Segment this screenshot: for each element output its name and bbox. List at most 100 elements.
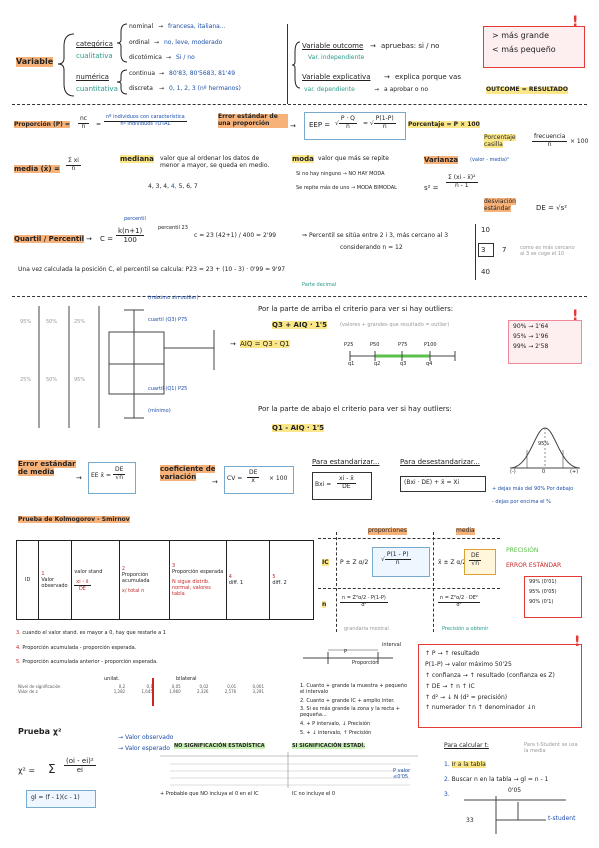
ordinal-label: ordinal <box>129 39 150 46</box>
parte-decimal: Parte decimal <box>302 282 337 288</box>
si-sig-label: SI SIGNIFICACIÓN ESTADÍ. <box>292 743 366 749</box>
ordinal-example: no, leve, moderado <box>164 39 223 46</box>
outliers-bottom-title: Por la parte de abajo el criterio para v… <box>258 405 452 413</box>
quartil-label: Quartil / Percentil <box>14 235 85 243</box>
p-valor: P valor ≤0'05 <box>393 768 411 780</box>
media-label: media (x̄) = <box>14 165 60 173</box>
t-student-result: t-student <box>548 815 576 822</box>
percentile-line <box>349 351 456 361</box>
normal-note-2: - dejas por encima el % <box>492 499 551 505</box>
outcome-result: apruebas: si / no <box>381 42 440 50</box>
categorica-brace <box>116 23 128 63</box>
divider-1 <box>12 104 587 105</box>
precision-label: PRECISIÓN <box>506 547 539 554</box>
t-table-sketch <box>464 796 566 834</box>
chi2-observado: → Valor observado <box>118 734 174 741</box>
dicotomica-example: Si / no <box>176 54 195 61</box>
proporcion-label: Proporción (P) = <box>14 121 70 128</box>
moda-label: moda <box>292 155 314 163</box>
interval-proporcion: Proporción <box>352 660 379 666</box>
outcome-indep: Var. independiente <box>308 54 365 61</box>
desviacion-label: desviación estándar <box>484 198 516 212</box>
moda-line3: Se repite más de uno → MODA BIMODAL <box>296 185 397 191</box>
cualitativa-label: cualitativa <box>76 52 113 60</box>
quartil-sentence: Una vez calculada la posición C, el perc… <box>18 266 286 273</box>
boxplot-q1: cuartil (Q1) P25 <box>148 386 188 392</box>
ic-prop-box: √P(1 - P)n <box>372 547 430 577</box>
boxplot-min: (mínimo) <box>148 408 171 414</box>
ic-row-label: IC <box>322 559 329 566</box>
mediana-ex: 4, 3, 4, 4, 5, 6, 7 <box>148 183 198 190</box>
prop-def-num: nº individuos con característica <box>104 114 187 122</box>
chi2-table-sketch <box>160 752 418 788</box>
quartil-calc: c = 23 (42+1) / 400 = 2'99 <box>194 232 277 239</box>
numerica-brace <box>116 69 128 95</box>
red-rules-box: ↑ P → ↑ resultado P(1-P) → valor máximo … <box>418 644 582 728</box>
mediana-text: valor que al ordenar los datos de menor … <box>160 155 270 169</box>
normal-curve <box>509 427 581 469</box>
dicotomica-label: dicotómica <box>129 54 162 61</box>
ks-title: Prueba de Kolmogorov - Smirnov <box>18 516 130 523</box>
chi2-note-b: IC no incluye el 0 <box>292 791 336 797</box>
ic-header-media: media <box>456 527 475 535</box>
ic-header-prop: proporciones <box>368 527 407 535</box>
boxplot-q3: cuartil (Q3) P75 <box>148 317 188 323</box>
ic-media-box: DE√n <box>464 549 496 575</box>
ks-table: ID 1 Valor observado valor stand xi - x̄… <box>15 540 314 620</box>
ee-media-box: EE x̄ = DE√n <box>88 462 136 494</box>
explicativa-var: Variable explicativa <box>302 73 371 81</box>
ks-note3: 3. cuando el valor stand. es mayor a 0, … <box>16 630 166 636</box>
continua-example: 80'83, 80'5683, 81'49 <box>169 70 236 77</box>
moda-text: valor que más se repite <box>318 155 389 162</box>
explicativa-result: explica porque vas <box>395 73 461 81</box>
bxi-box: Bxi = xi - x̄DE <box>312 472 372 500</box>
interval-diagram <box>303 649 393 664</box>
outliers-top-note: (valores + grandes que resultado = outli… <box>340 322 450 328</box>
porcentaje-formula: Porcentaje = P × 100 <box>408 121 480 128</box>
des-box: (Bxi · DE) + x̄ = Xi <box>400 476 486 492</box>
chi2-formula-num: (oi - ei)² <box>64 757 96 767</box>
no-sig-label: NO SIGNIFICACIÓN ESTADÍSTICA <box>174 743 265 749</box>
divider-2 <box>12 296 587 297</box>
alpha-box: 99% (0'01) 95% (0'05) 90% (0'1) <box>524 576 582 618</box>
outliers-bottom-formula: Q1 - AIQ · 1'5 <box>272 424 324 432</box>
nominal-example: francesa, italiana... <box>168 23 226 30</box>
outcome-badge: OUTCOME = RESULTADO <box>486 86 568 94</box>
para-calcular-t: Para calcular t: <box>444 742 489 749</box>
error-media-label: Error estándar de media <box>18 460 76 477</box>
grandaria-label: grandaria mostral <box>344 626 389 632</box>
desestandarizar-label: Para desestandarizar... <box>400 458 480 466</box>
mayor-menor-box: > más grande < más pequeño <box>483 26 585 68</box>
outcome-var: Variable outcome <box>302 42 364 50</box>
desviacion-formula: DE = √s² <box>536 204 568 212</box>
chi2-note-a: + Probable que NO incluya el 0 en el IC <box>160 791 259 797</box>
nominal-label: nominal <box>129 23 154 30</box>
chi2-title: Prueba χ² <box>18 727 62 736</box>
outcome-brace <box>291 41 301 89</box>
gl-box: gl = (f - 1)(c - 1) <box>26 790 96 808</box>
prop-def-den: nº individuos TOTAL <box>120 120 171 127</box>
z-values-box: 90% → 1'64 95% → 1'96 99% → 2'58 <box>508 320 582 364</box>
explicativa-dep: var. dependiente <box>304 86 355 93</box>
interval-notes-list: 1. Cuanto + grande la muestra + pequeño … <box>300 683 408 736</box>
precision-note: Precisión a obtenir <box>442 626 489 632</box>
t-note: Para t-Student se usa la media <box>524 742 578 754</box>
moda-line2: Si no hay ninguno → NO HAY MODA <box>296 171 385 177</box>
explicativa-tail: a aprobar o no <box>384 86 428 93</box>
error-prop-label: Error estándar de una proporción <box>218 113 288 128</box>
variable-brace <box>57 33 75 97</box>
outliers-top-formula: Q3 + AIQ · 1'5 <box>272 321 327 329</box>
ks-note5: 5. Proporción acumulada anterior - propo… <box>16 659 158 665</box>
boxplot-diagram <box>38 306 215 428</box>
aiq-formula: AIQ = Q3 - Q1 <box>240 340 290 348</box>
error-estandar-label: ERROR ESTÁNDAR <box>506 562 562 569</box>
continua-label: continua <box>129 70 156 77</box>
cv-label: coeficiente de variación <box>160 465 216 482</box>
categorica-label: categórica <box>76 40 113 48</box>
t-step-2: 2. Buscar n en la tabla → gl = n - 1 <box>444 776 549 783</box>
normal-note-1: + dejas más del 90% Por debajo <box>492 486 574 492</box>
varianza-num: Σ (xi - x̄)² <box>446 174 478 183</box>
